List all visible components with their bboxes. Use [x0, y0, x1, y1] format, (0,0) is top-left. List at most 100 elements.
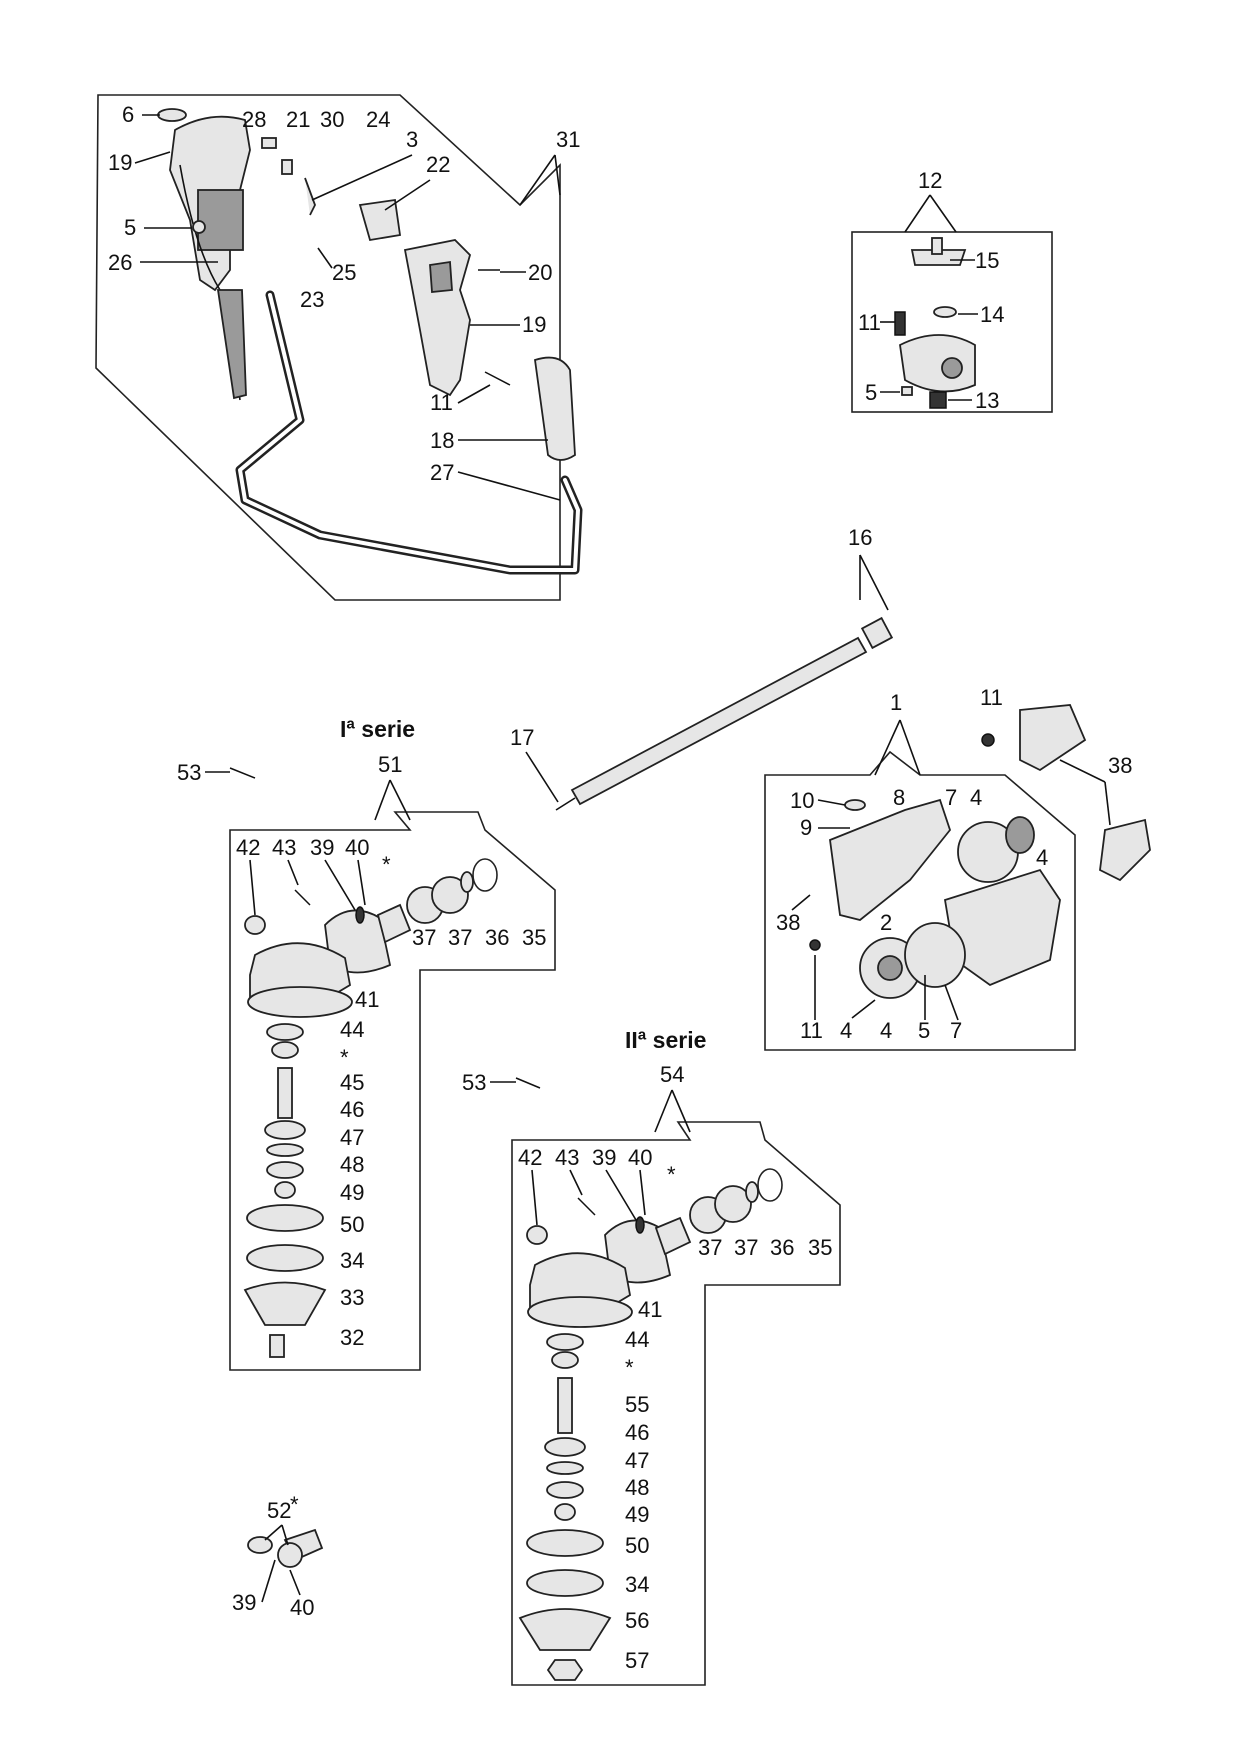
nut-57 [546, 1659, 584, 1681]
clutch-shoe [904, 922, 966, 988]
ring-47 [266, 1143, 304, 1157]
engine-cover [1019, 704, 1087, 772]
label: 19 [522, 312, 546, 337]
label: 43 [272, 835, 296, 860]
screw-53 [515, 1077, 541, 1089]
label: 57 [625, 1648, 649, 1673]
label: 30 [320, 107, 344, 132]
label: 12 [918, 168, 942, 193]
bearing-37b [431, 876, 469, 914]
gear-cone [271, 1041, 299, 1059]
ring-36 [460, 871, 474, 893]
cup-56 [518, 1608, 612, 1651]
bracket-group-labels: 12 15 11 14 5 13 [858, 168, 1004, 413]
clutch-group-outline [764, 750, 1076, 1051]
label: 7 [950, 1018, 962, 1043]
plate-50 [246, 1204, 324, 1232]
label: 13 [975, 388, 999, 413]
label: 47 [625, 1448, 649, 1473]
label: 54 [660, 1062, 684, 1087]
label: 21 [286, 107, 310, 132]
label: 50 [340, 1212, 364, 1237]
label: 2 [880, 910, 892, 935]
label: 44 [625, 1327, 649, 1352]
label: 9 [800, 815, 812, 840]
label: * [382, 852, 391, 877]
spring [929, 391, 947, 409]
label: 51 [378, 752, 402, 777]
pinion [376, 903, 412, 944]
label: 7 [945, 785, 957, 810]
label: 20 [528, 260, 552, 285]
trigger-block [197, 189, 244, 251]
gearhead-1-outline [229, 811, 556, 1371]
gearhead-1-labels: 53 51 42 43 39 40 * 37 37 36 35 41 44 * … [177, 752, 546, 1350]
label: 56 [625, 1608, 649, 1633]
label: 47 [340, 1125, 364, 1150]
label: 4 [1036, 845, 1048, 870]
label: 5 [918, 1018, 930, 1043]
pinion [654, 1216, 692, 1256]
label: 49 [625, 1502, 649, 1527]
label: 23 [300, 287, 324, 312]
part-28 [261, 137, 277, 149]
cable-sleeve [216, 289, 247, 400]
label: 14 [980, 302, 1004, 327]
bearing-37b [714, 1185, 752, 1223]
label: 50 [625, 1533, 649, 1558]
ring-48 [546, 1481, 584, 1499]
part-6 [157, 108, 187, 122]
handle-group [95, 94, 583, 601]
label: 36 [770, 1235, 794, 1260]
screw-11 [484, 371, 511, 386]
label: 40 [345, 835, 369, 860]
screw-43 [294, 889, 311, 906]
label: 35 [808, 1235, 832, 1260]
part-49 [274, 1181, 296, 1199]
bolt-32 [269, 1334, 285, 1358]
label: * [290, 1492, 299, 1517]
washer [933, 306, 957, 318]
clutch-group-labels: 1 11 38 10 8 7 4 9 4 38 2 11 4 4 5 7 [776, 685, 1132, 1043]
label: 31 [556, 127, 580, 152]
label: 48 [340, 1152, 364, 1177]
cup-33 [243, 1281, 327, 1326]
shaft-45 [277, 1067, 293, 1119]
gearhead-2-outline [511, 1121, 841, 1686]
label: 53 [462, 1070, 486, 1095]
label: 33 [340, 1285, 364, 1310]
label: 55 [625, 1392, 649, 1417]
label: 11 [430, 390, 453, 415]
part-21 [281, 159, 293, 175]
label: 17 [510, 725, 534, 750]
bracket-group-outline [851, 231, 1053, 413]
part-42 [244, 915, 266, 935]
coupling [1099, 818, 1151, 882]
label: * [625, 1355, 634, 1380]
gearhead-serie-2 [511, 1077, 841, 1686]
part-49 [554, 1503, 576, 1521]
label: 49 [340, 1180, 364, 1205]
label: 5 [124, 215, 136, 240]
label: 18 [430, 428, 454, 453]
disc-34 [246, 1244, 324, 1272]
label: 8 [893, 785, 905, 810]
label: 6 [122, 102, 134, 127]
label: 19 [108, 150, 132, 175]
label: 32 [340, 1325, 364, 1350]
nut [901, 386, 913, 396]
label: 41 [638, 1297, 662, 1322]
label: 37 [698, 1235, 722, 1260]
shaft-end-cap [860, 616, 894, 650]
kit-52-labels: 52 * 39 40 [232, 1492, 314, 1620]
bearing-44 [546, 1333, 584, 1351]
bracket-group [851, 231, 1053, 413]
label: 35 [522, 925, 546, 950]
label: 41 [355, 987, 379, 1012]
label: 27 [430, 460, 454, 485]
label: 39 [310, 835, 334, 860]
bracket-plate [910, 249, 967, 266]
label: 37 [448, 925, 472, 950]
label: 4 [970, 785, 982, 810]
clamp-block [899, 334, 976, 393]
